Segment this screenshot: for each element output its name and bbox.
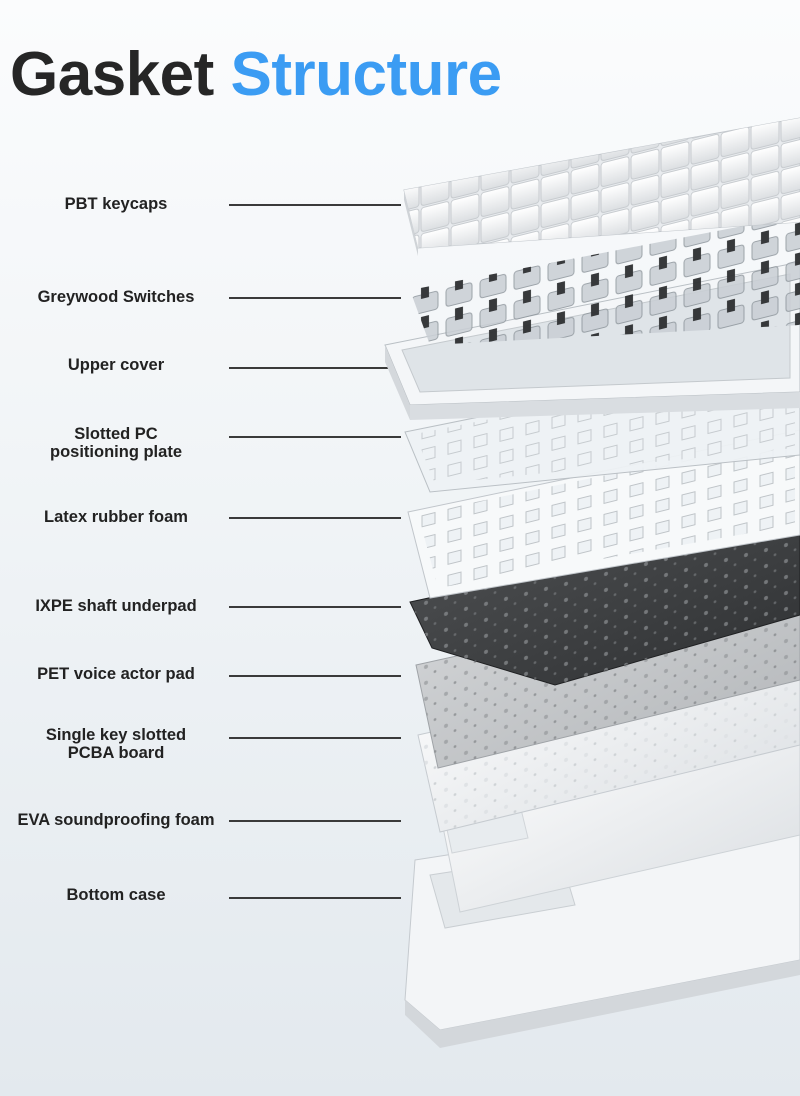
page-title: Gasket Structure [10, 44, 502, 106]
leader-line [229, 606, 401, 608]
title-word-gasket: Gasket [10, 40, 214, 109]
label-upper-cover: Upper cover [67, 356, 165, 374]
leader-line [229, 436, 401, 438]
label-pet-pad: PET voice actor pad [37, 665, 195, 683]
keycaps-layer [403, 117, 800, 256]
switches-layer [410, 215, 800, 345]
leader-line [229, 737, 401, 739]
label-pcba: Single key slotted PCBA board [45, 726, 187, 762]
leader-line [229, 675, 401, 677]
leader-line [229, 367, 401, 369]
leader-line [229, 204, 401, 206]
leader-line [229, 820, 401, 822]
label-latex-foam: Latex rubber foam [44, 508, 188, 526]
leader-line [229, 517, 401, 519]
title-word-structure: Structure [230, 40, 503, 109]
leader-line [229, 897, 401, 899]
label-ixpe-pad: IXPE shaft underpad [35, 597, 197, 615]
label-keycaps: PBT keycaps [64, 195, 168, 213]
leader-line [229, 297, 401, 299]
label-eva-foam: EVA soundproofing foam [17, 811, 215, 829]
label-bottom-case: Bottom case [66, 886, 166, 904]
label-switches: Greywood Switches [37, 288, 195, 306]
label-plate: Slotted PC positioning plate [50, 425, 182, 461]
